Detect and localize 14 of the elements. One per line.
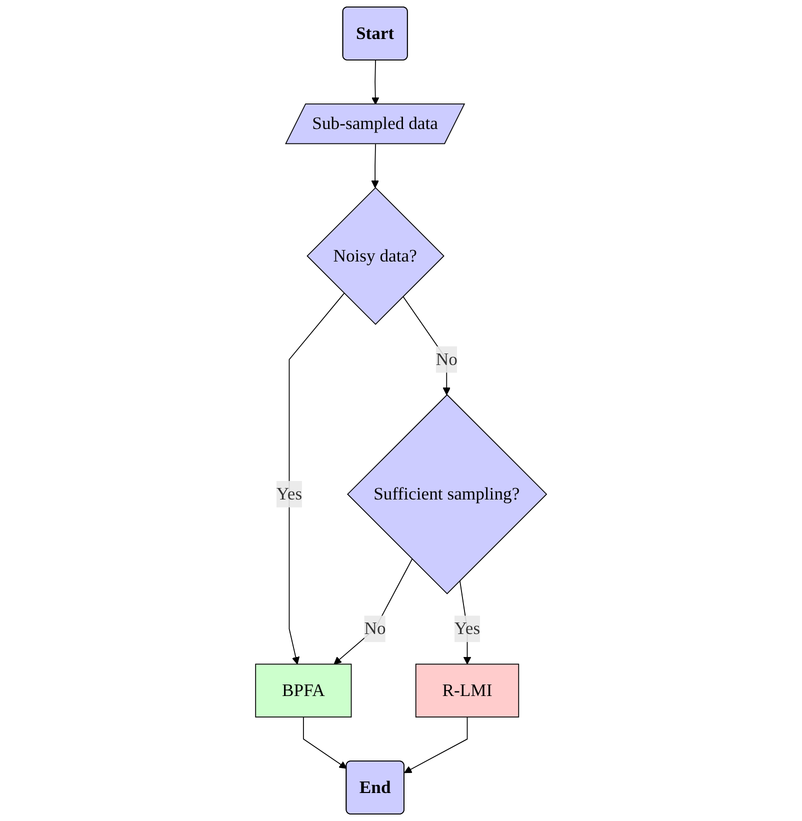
arrow [371,60,380,105]
edge-label: Yes [454,619,480,639]
node-diamond: Noisy data? [306,187,444,325]
arrow [404,716,468,774]
arrow [288,292,344,664]
arrow [302,716,347,769]
edge-label: No [436,350,458,370]
node-box: R-LMI [415,664,520,718]
edge-label: Yes [276,484,302,504]
arrow [334,558,412,664]
node-diamond: Sufficient sampling? [346,394,548,594]
edge-label: No [364,619,386,639]
arrow [371,144,379,188]
node-box: BPFA [255,664,352,718]
